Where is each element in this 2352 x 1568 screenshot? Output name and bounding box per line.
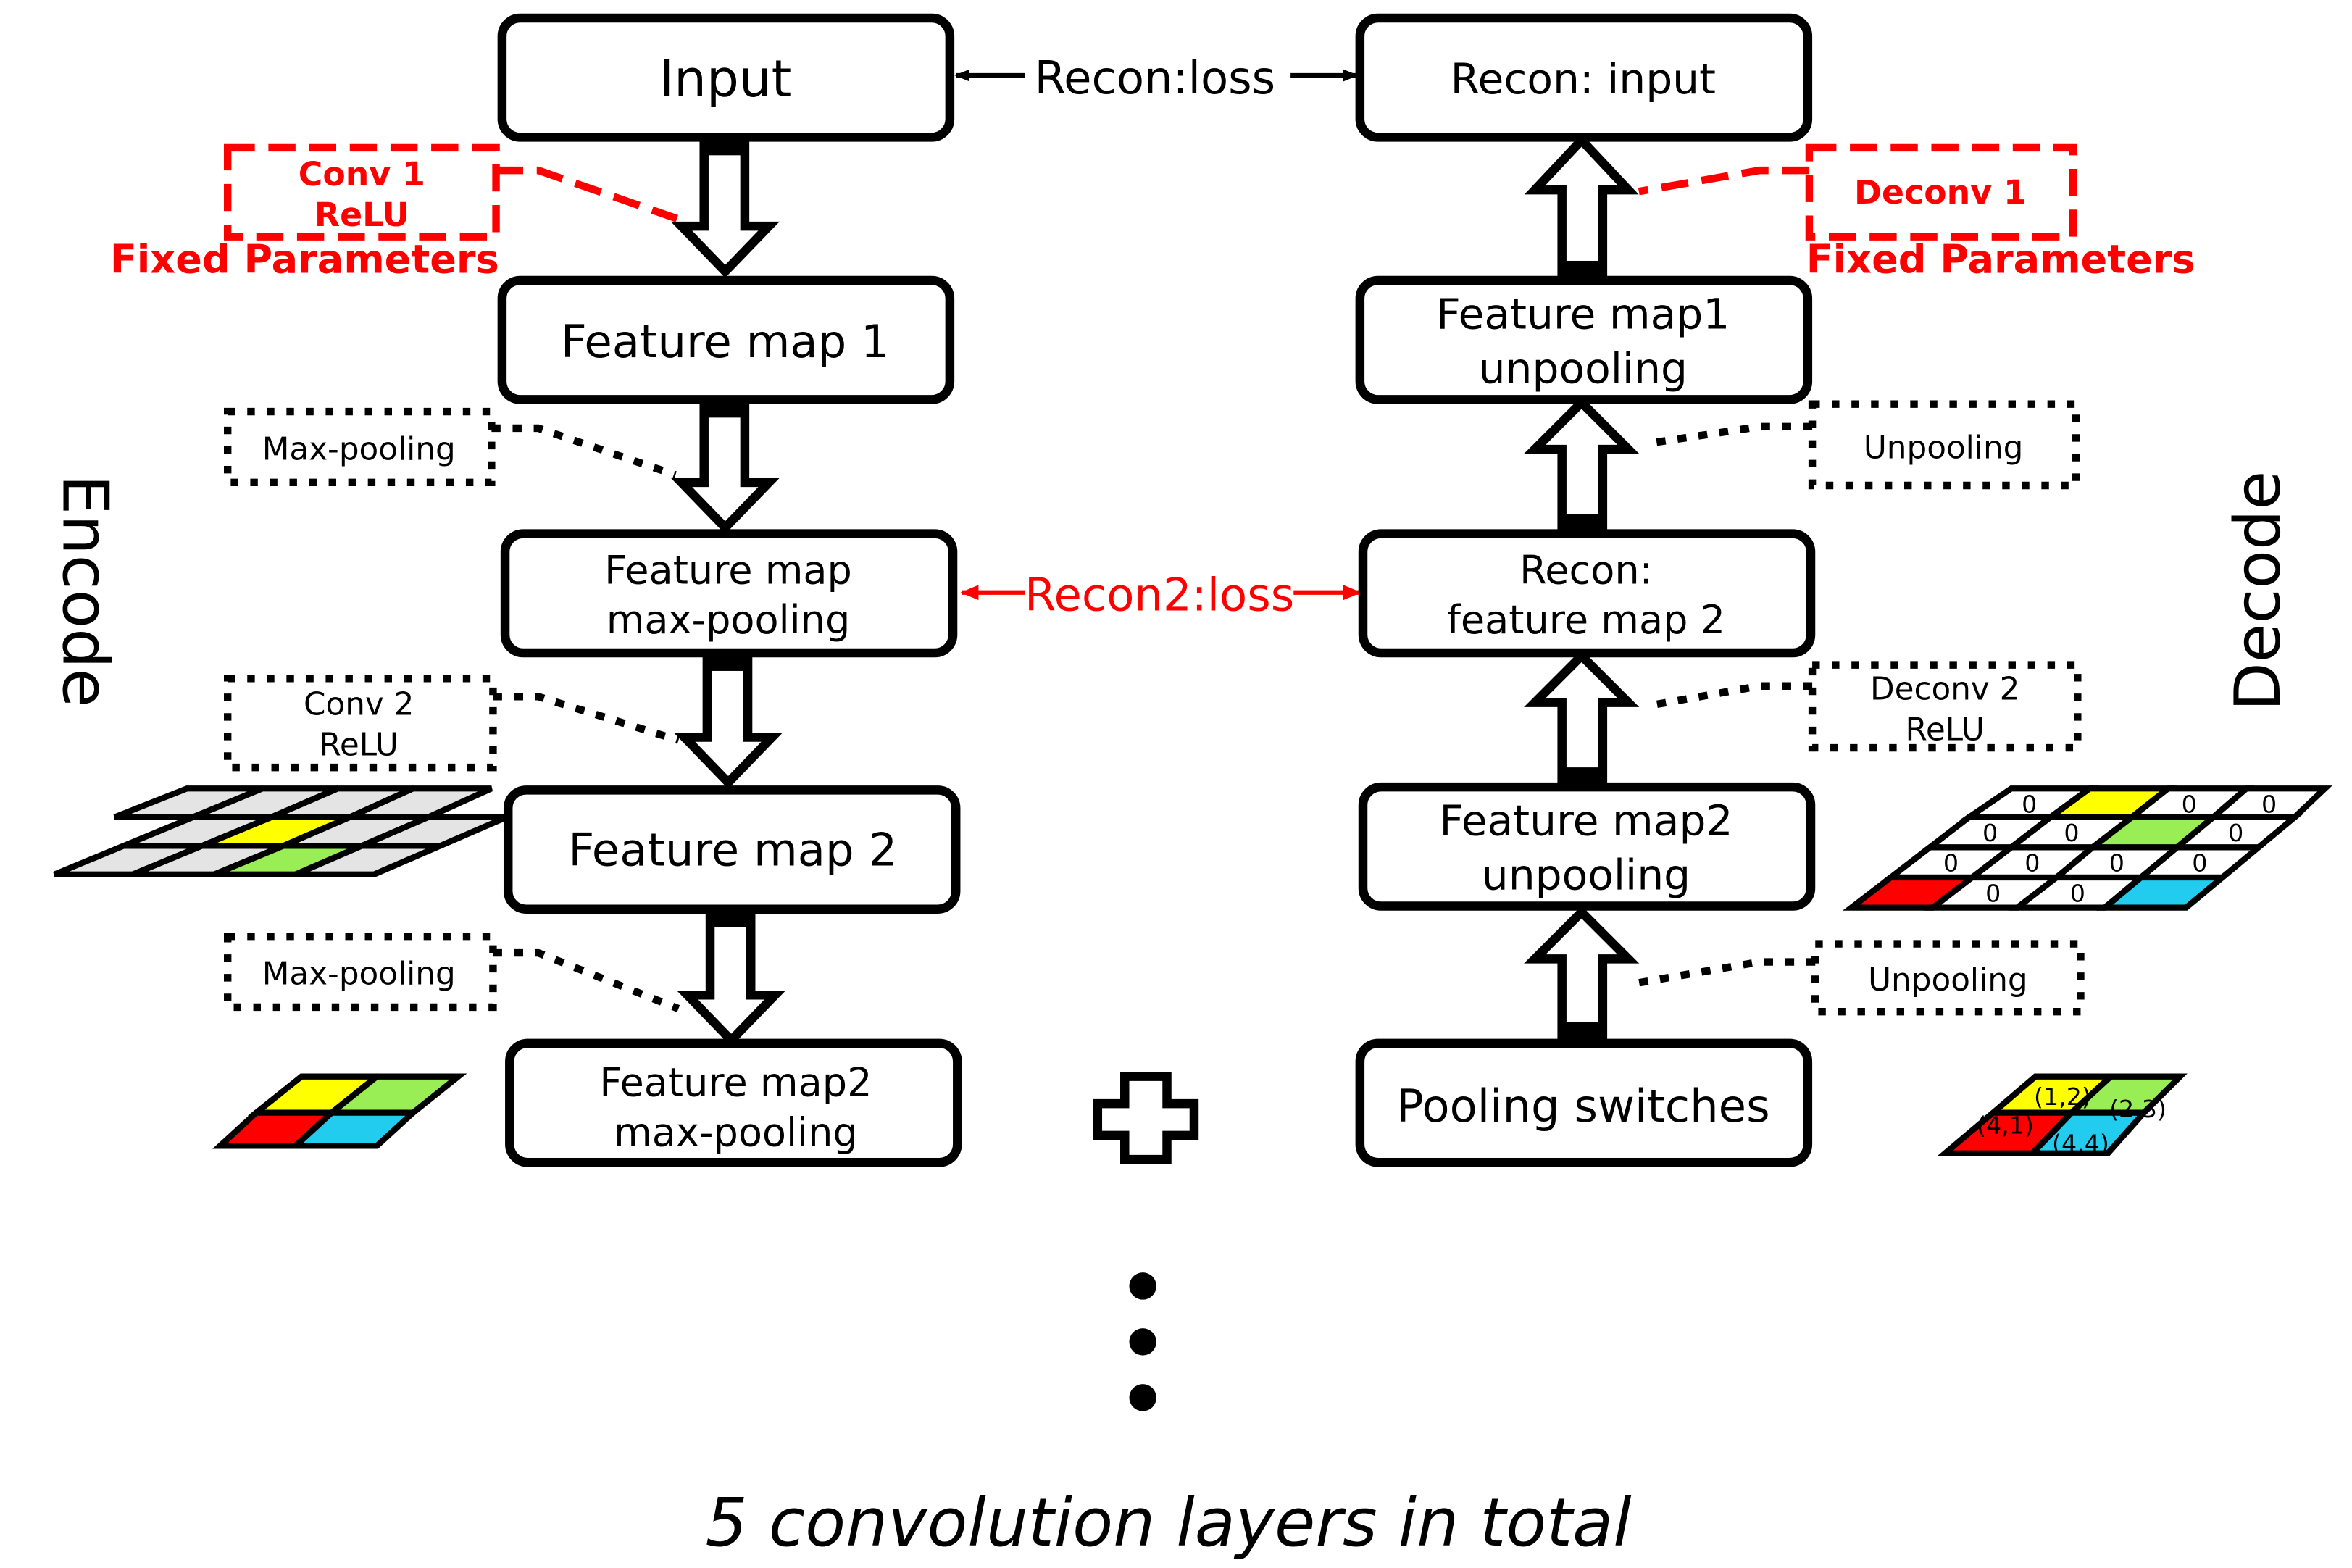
zero-cell: 0: [2261, 791, 2277, 819]
recon2-loss-connector: Recon2:loss: [960, 569, 1361, 622]
encode-pooled-grid: [212, 1073, 467, 1149]
plus-icon: [1093, 1072, 1199, 1164]
conv2-label-line2: ReLU: [320, 726, 399, 763]
input-label: Input: [659, 49, 791, 109]
zero-cell: 0: [2022, 791, 2037, 819]
switch-cell-12: (1,2): [2034, 1083, 2091, 1111]
decode-fixed-parameters: Fixed Parameters: [1806, 237, 2195, 283]
feature-map1-unpooling-line1: Feature map1: [1436, 290, 1730, 339]
down-arrow-2: [670, 398, 780, 535]
pooling-switches-box: Pooling switches: [1355, 1038, 1813, 1167]
deconv1-label: Deconv 1: [1854, 173, 2027, 212]
conv1-label-line2: ReLU: [314, 196, 409, 234]
decode-unpooled-grid: 0 0 0 0 0 0 0 0 0 0 0 0: [1842, 785, 2332, 911]
feature-map1-unpooling-line2: unpooling: [1479, 344, 1688, 393]
down-arrow-3: [673, 652, 783, 789]
deconv2-label-line1: Deconv 2: [1870, 670, 2020, 707]
feature-map2-maxpool-line1: Feature map2: [599, 1060, 872, 1106]
feature-map2-maxpool-box: Feature map2 max-pooling: [505, 1038, 962, 1167]
feature-map2-maxpool-line2: max-pooling: [614, 1109, 858, 1155]
conv2-label-line1: Conv 2: [304, 685, 414, 722]
encode-side-label: Encode: [48, 475, 122, 707]
conv1-annotation: Conv 1 ReLU Fixed Parameters: [110, 143, 678, 283]
unpool2-label: Unpooling: [1868, 962, 2028, 998]
feature-map2-unpooling-line2: unpooling: [1482, 851, 1690, 900]
down-arrow-1: [670, 137, 780, 278]
recon-feature-map-2-line2: feature map 2: [1447, 597, 1725, 643]
recon2-loss-label: Recon2:loss: [1025, 569, 1294, 622]
feature-map-1-box: Feature map 1: [497, 275, 955, 404]
feature-map-2-box: Feature map 2: [503, 785, 961, 914]
zero-cell: 0: [1982, 819, 1998, 847]
conv2-annotation: Conv 2 ReLU: [223, 675, 680, 772]
up-arrow-2: [1524, 396, 1640, 534]
recon-loss-label: Recon:loss: [1035, 51, 1276, 104]
recon-feature-map-2-line1: Recon:: [1519, 547, 1653, 593]
deconv2-label-line2: ReLU: [1905, 712, 1984, 748]
up-arrow-3: [1524, 649, 1640, 788]
recon-feature-map-2-box: Recon: feature map 2: [1358, 529, 1816, 658]
feature-map-2-label: Feature map 2: [568, 823, 897, 876]
zero-cell: 0: [2182, 791, 2197, 819]
recon-loss-connector: Recon:loss: [954, 51, 1359, 104]
unpool2-annotation: Unpooling: [1636, 940, 2085, 1016]
pooling-switches-label: Pooling switches: [1396, 1080, 1770, 1133]
decode-side-label: Decode: [2221, 471, 2295, 712]
up-arrow-1: [1524, 133, 1639, 281]
footer-caption: 5 convolution layers in total: [706, 1484, 1632, 1561]
feature-map1-unpooling-box: Feature map1 unpooling: [1355, 275, 1813, 404]
zero-cell: 0: [2064, 819, 2079, 847]
feature-map-maxpool-line2: max-pooling: [606, 597, 851, 643]
switch-cell-44: (4,4): [2052, 1130, 2109, 1158]
up-arrow-4: [1524, 906, 1640, 1045]
zero-cell: 0: [2192, 849, 2207, 877]
zero-cell: 0: [1943, 849, 1959, 877]
feature-map-maxpool-line1: Feature map: [604, 547, 852, 593]
recon-input-box: Recon: input: [1355, 13, 1813, 142]
maxpool1-label: Max-pooling: [262, 431, 456, 468]
input-box: Input: [497, 13, 955, 142]
encode-feature-grid: [53, 785, 508, 878]
feature-map2-unpooling-line1: Feature map2: [1439, 796, 1732, 846]
zero-cell: 0: [2228, 819, 2243, 847]
unpool1-annotation: Unpooling: [1648, 400, 2080, 490]
deconv1-annotation: Deconv 1 Fixed Parameters: [1638, 143, 2195, 283]
switch-cell-41: (4,1): [1977, 1112, 2034, 1140]
feature-map2-unpooling-box: Feature map2 unpooling: [1358, 782, 1816, 911]
feature-map-1-label: Feature map 1: [561, 315, 890, 368]
recon-input-label: Recon: input: [1451, 54, 1716, 104]
switch-cell-23: (2,3): [2109, 1095, 2167, 1123]
unpool1-label: Unpooling: [1864, 430, 2024, 467]
decode-switches-grid: (1,2) (2,3) (4,1) (4,4): [1936, 1073, 2188, 1158]
maxpool2-annotation: Max-pooling: [223, 932, 680, 1012]
ellipsis-dots: [1129, 1272, 1156, 1411]
zero-cell: 0: [2070, 879, 2085, 907]
zero-cell: 0: [2109, 849, 2124, 877]
maxpool1-annotation: Max-pooling: [223, 407, 677, 487]
maxpool2-label: Max-pooling: [262, 956, 456, 993]
zero-cell: 0: [2024, 849, 2040, 877]
conv1-label-line1: Conv 1: [299, 155, 425, 193]
encode-fixed-parameters: Fixed Parameters: [110, 237, 499, 283]
zero-cell: 0: [1985, 879, 2001, 907]
feature-map-maxpool-box: Feature map max-pooling: [500, 529, 958, 658]
down-arrow-4: [677, 909, 786, 1047]
deconv2-annotation: Deconv 2 ReLU: [1648, 661, 2082, 752]
